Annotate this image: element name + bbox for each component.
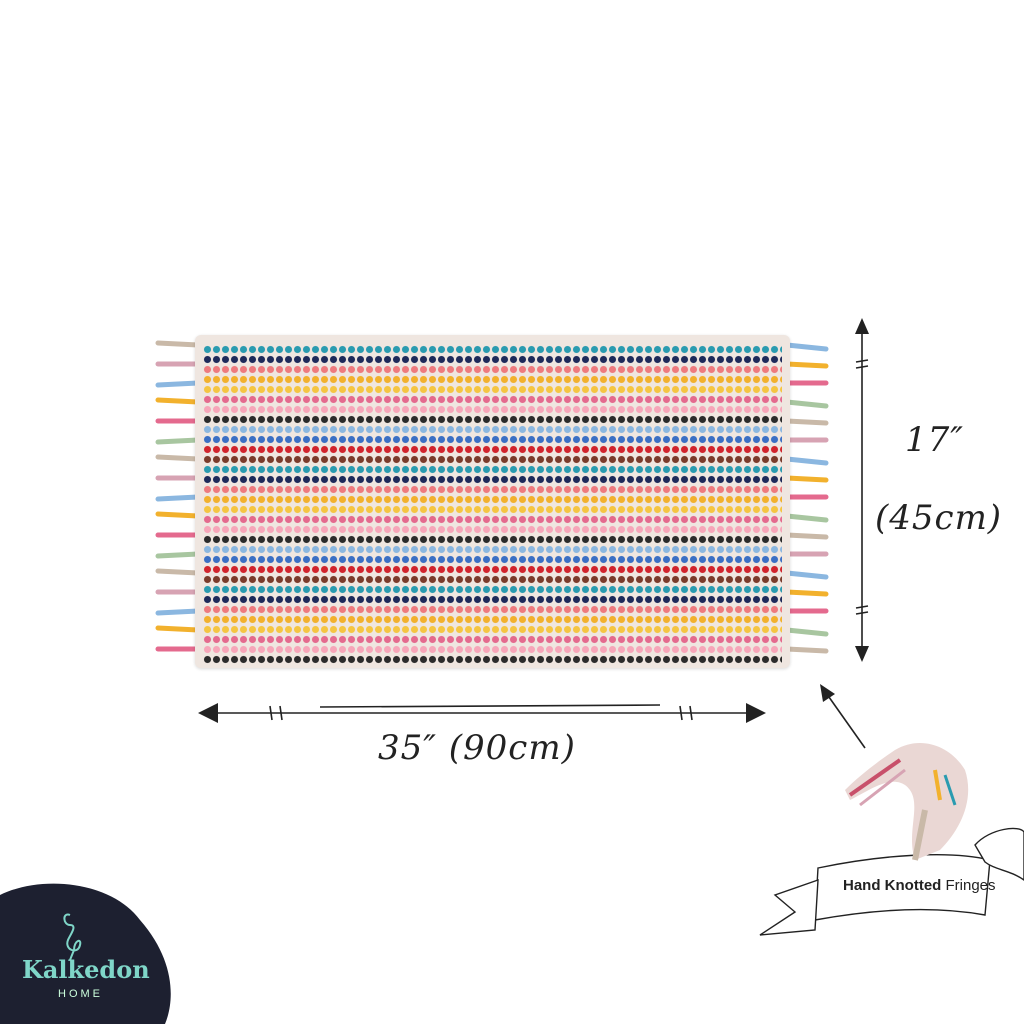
fringe-tassel: [784, 342, 829, 352]
flamingo-icon: [63, 913, 82, 961]
towel-dot-row: [203, 555, 782, 564]
width-label: 35″ (90cm): [378, 728, 576, 768]
banner-ribbon-icon: [759, 827, 1024, 936]
logo-blob: [0, 883, 171, 1024]
fringe-tassel: [155, 380, 201, 388]
fringe-tassel: [155, 340, 201, 348]
towel-dot-row: [203, 545, 782, 554]
towel-dot-row: [203, 575, 782, 584]
towel-dot-row: [203, 405, 782, 414]
towel-dot-row: [203, 475, 782, 484]
fringe-tassel: [155, 568, 201, 576]
towel-dot-row: [203, 435, 782, 444]
towel-dot-row: [203, 505, 782, 514]
fringe-tassel: [155, 511, 201, 519]
fringe-tassel: [784, 361, 829, 369]
towel-dot-row: [203, 635, 782, 644]
fringe-tassel: [155, 397, 201, 405]
towel-dot-row: [203, 495, 782, 504]
fringe-tassel: [784, 570, 829, 580]
fringe-tassel: [784, 589, 829, 597]
logo-subtitle: HOME: [58, 988, 103, 1000]
towel-dot-row: [203, 465, 782, 474]
height-cm-label: (45cm): [875, 498, 1003, 538]
logo-name: Kalkedon: [22, 955, 150, 984]
fringe-tassel: [784, 627, 829, 637]
towel-dot-row: [203, 355, 782, 364]
towel-dot-row: [203, 525, 782, 534]
height-inches-label: 17″: [905, 420, 964, 460]
callout-label: Hand Knotted Fringes: [843, 877, 996, 894]
fringe-tassel: [784, 532, 829, 540]
towel-dot-row: [203, 485, 782, 494]
fringe-tassel: [155, 608, 201, 616]
towel-dot-row: [203, 375, 782, 384]
fringe-tassel: [155, 437, 201, 445]
towel-dot-row: [203, 565, 782, 574]
towel-dot-row: [203, 515, 782, 524]
towel-dot-row: [203, 645, 782, 654]
fringe-tassel: [784, 399, 829, 409]
fringe-tassel: [155, 551, 201, 559]
callout-regular: Fringes: [945, 877, 996, 894]
towel-dot-row: [203, 535, 782, 544]
towel-dot-row: [203, 365, 782, 374]
towel-dot-row: [203, 605, 782, 614]
towel-dot-row: [203, 455, 782, 464]
towel-dot-row: [203, 425, 782, 434]
fringe-tassel: [155, 494, 201, 502]
fringe-closeup-photo: [845, 742, 969, 861]
towel-dot-row: [203, 385, 782, 394]
fringe-tassel: [155, 454, 201, 462]
towel-photo: [195, 335, 790, 668]
towel-dot-row: [203, 595, 782, 604]
fringe-tassel: [784, 418, 829, 426]
towel-dot-row: [203, 615, 782, 624]
fringe-tassel: [784, 475, 829, 483]
fringe-tassel: [155, 625, 201, 633]
towel-dot-row: [203, 655, 782, 664]
towel-dot-row: [203, 345, 782, 354]
fringe-tassel: [784, 513, 829, 523]
callout-arrow: [823, 689, 866, 749]
towel-dot-row: [203, 415, 782, 424]
towel-dot-row: [203, 625, 782, 634]
callout-bold: Hand Knotted: [843, 877, 942, 894]
towel-dot-row: [203, 445, 782, 454]
towel-dot-row: [203, 585, 782, 594]
fringe-tassel: [784, 646, 829, 654]
towel-dot-row: [203, 395, 782, 404]
fringe-tassel: [784, 456, 829, 466]
